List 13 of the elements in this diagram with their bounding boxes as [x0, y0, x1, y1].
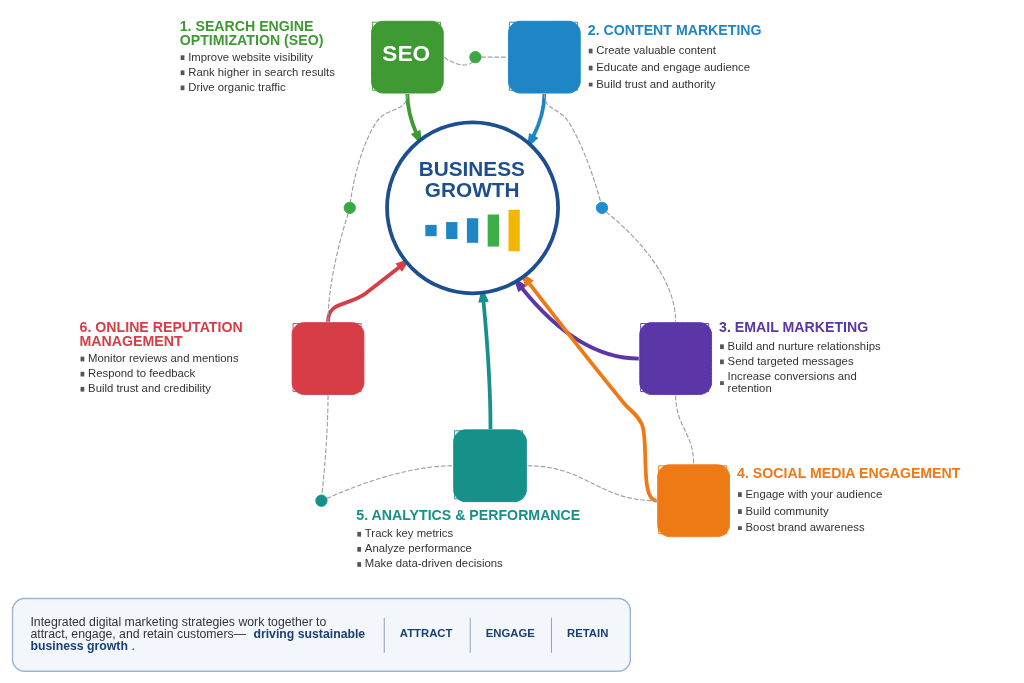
- node-label: Build trust and authority: [596, 77, 716, 89]
- node-label: 5. ANALYTICS & PERFORMANCE: [356, 506, 581, 523]
- node-label: Boost brand awareness: [745, 520, 865, 533]
- node-label: Build and nurture relationships: [727, 339, 881, 352]
- node-label: 2. CONTENT MARKETING: [587, 21, 762, 38]
- node-label: Send targeted messages: [727, 354, 854, 367]
- node-label: Create valuable content: [596, 43, 716, 56]
- node-label: 4. SOCIAL MEDIA ENGAGEMENT: [737, 464, 961, 481]
- node-label: Educate and engage audience: [596, 60, 751, 73]
- node-label: Engage with your audience: [745, 487, 883, 499]
- node-label: 3. EMAIL MARKETING: [719, 318, 869, 335]
- node-label: Build community: [745, 504, 829, 516]
- node-label: Increase conversions and retention: [727, 369, 857, 394]
